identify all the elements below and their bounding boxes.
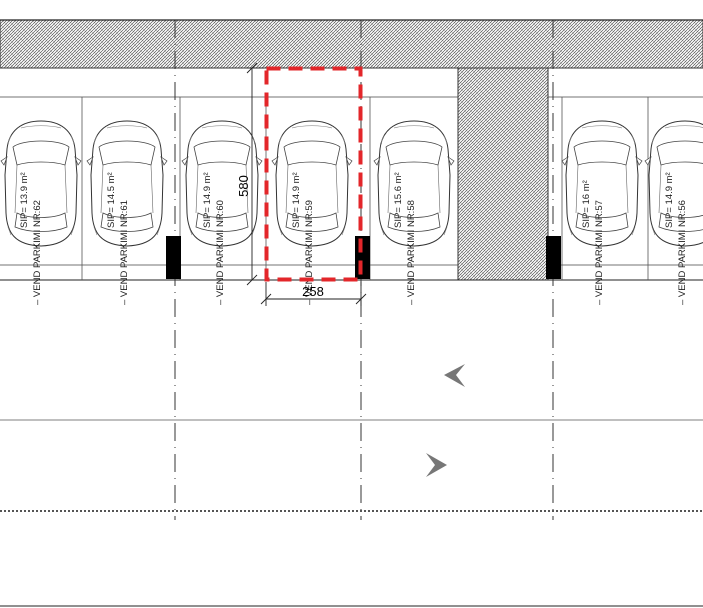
spot-area-label: SIP= 13.9 m² bbox=[19, 172, 30, 228]
column-block bbox=[166, 236, 181, 279]
spot-area-label: SIP= 15.6 m² bbox=[393, 172, 404, 228]
spot-area-label: SIP= 14.9 m² bbox=[664, 172, 675, 228]
spot-number-label: – VEND PARKIMI NR:59 bbox=[304, 200, 315, 305]
spot-area-label: SIP= 16 m² bbox=[581, 180, 592, 228]
depth-dimension-label: 580 bbox=[236, 175, 251, 197]
hatched-wall-top bbox=[0, 19, 703, 69]
left-arrow-icon bbox=[444, 364, 465, 387]
spot-number-label: – VEND PARKIMI NR:57 bbox=[594, 200, 605, 305]
spot-62[interactable]: SIP= 13.9 m² – VEND PARKIMI NR:62 bbox=[19, 172, 43, 305]
selected-spot-highlight[interactable] bbox=[264, 66, 363, 282]
hatched-pillar bbox=[457, 67, 549, 281]
column-block bbox=[546, 236, 561, 279]
spot-number-label: – VEND PARKIMI NR:58 bbox=[406, 200, 417, 305]
depth-dimension bbox=[246, 62, 264, 286]
width-dimension-label: 258 bbox=[302, 284, 324, 299]
spot-number-label: – VEND PARKIMI NR:60 bbox=[215, 200, 226, 305]
spot-area-label: SIP= 14.9 m² bbox=[291, 172, 302, 228]
spot-61[interactable]: SIP= 14.5 m² – VEND PARKIMI NR:61 bbox=[106, 172, 130, 305]
spot-number-label: – VEND PARKIMI NR:62 bbox=[32, 200, 43, 305]
right-arrow-icon bbox=[426, 453, 447, 477]
width-dimension bbox=[260, 282, 367, 306]
spot-number-label: – VEND PARKIMI NR:61 bbox=[119, 200, 130, 305]
spot-57[interactable]: SIP= 16 m² – VEND PARKIMI NR:57 bbox=[581, 180, 605, 305]
spot-60[interactable]: SIP= 14.9 m² – VEND PARKIMI NR:60 bbox=[202, 172, 226, 305]
spot-56[interactable]: SIP= 14.9 m² – VEND PARKIMI NR:56 bbox=[664, 172, 688, 305]
spot-area-label: SIP= 14.9 m² bbox=[202, 172, 213, 228]
spot-area-label: SIP= 14.5 m² bbox=[106, 172, 117, 228]
spot-59[interactable]: SIP= 14.9 m² – VEND PARKIMI NR:59 bbox=[291, 172, 315, 305]
spot-58[interactable]: SIP= 15.6 m² – VEND PARKIMI NR:58 bbox=[393, 172, 417, 305]
spot-number-label: – VEND PARKIMI NR:56 bbox=[677, 200, 688, 305]
